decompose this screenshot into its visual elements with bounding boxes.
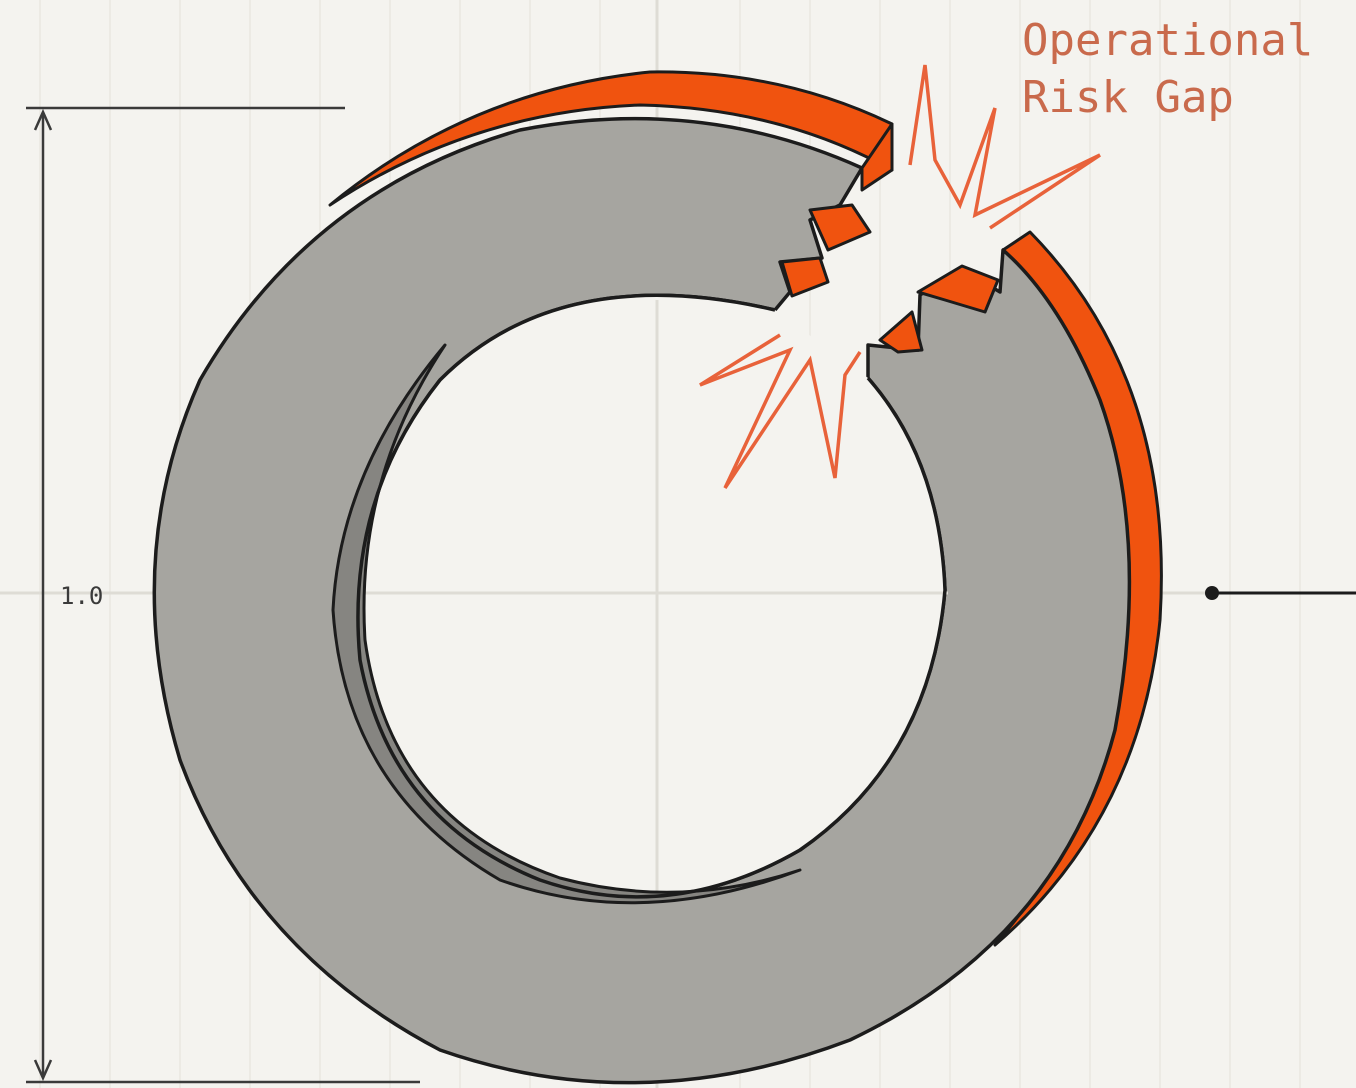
- callout-line-2: Risk Gap: [1022, 72, 1234, 123]
- dimension-label: 1.0: [60, 582, 103, 610]
- callout-line-1: Operational: [1022, 15, 1313, 66]
- radius-pointer: [1205, 586, 1356, 600]
